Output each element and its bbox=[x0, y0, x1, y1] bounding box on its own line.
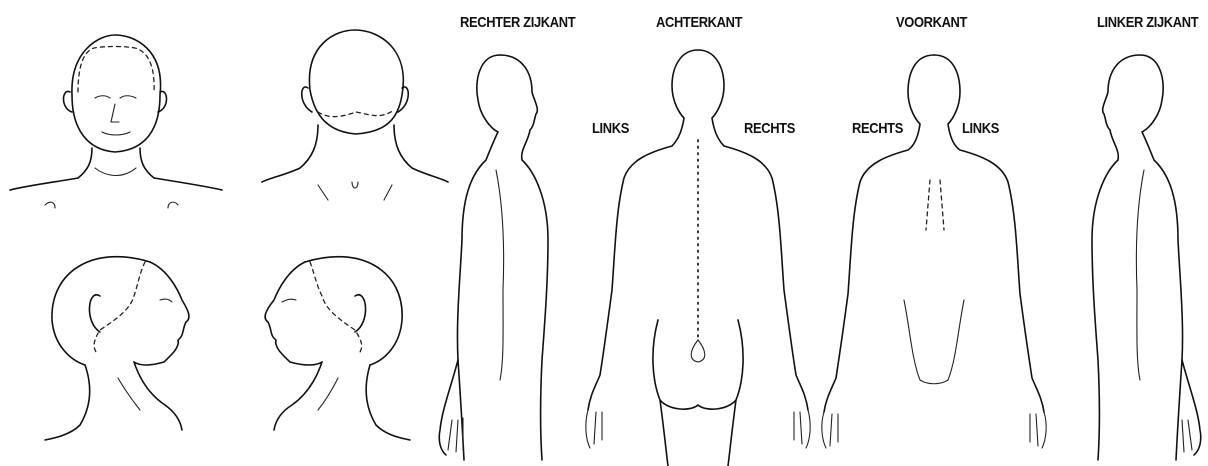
label-back-left: LINKS bbox=[592, 120, 629, 137]
body-front-figure bbox=[822, 55, 1046, 448]
label-right-side: RECHTER ZIJKANT bbox=[460, 14, 575, 31]
label-front-right: RECHTS bbox=[852, 120, 903, 137]
label-front-left: LINKS bbox=[962, 120, 999, 137]
head-right-profile-figure bbox=[45, 257, 189, 440]
head-front-figure bbox=[10, 35, 222, 208]
body-right-side-figure bbox=[439, 55, 548, 460]
body-left-side-figure bbox=[1092, 55, 1201, 460]
label-front: VOORKANT bbox=[896, 14, 967, 31]
head-back-figure bbox=[262, 30, 448, 200]
label-back-right: RECHTS bbox=[744, 120, 795, 137]
label-back: ACHTERKANT bbox=[656, 14, 742, 31]
head-left-profile-figure bbox=[265, 257, 410, 440]
body-back-figure bbox=[586, 50, 810, 466]
label-left-side: LINKER ZIJKANT bbox=[1097, 14, 1198, 31]
